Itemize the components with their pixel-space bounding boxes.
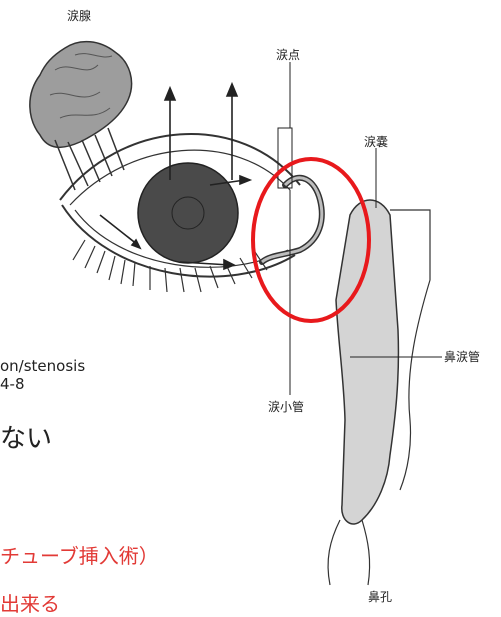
slide-text-tube-insertion: チューブ挿入術） bbox=[0, 540, 159, 569]
lacrimal-drainage-system bbox=[262, 178, 430, 585]
slide-text-obstruction: on/stenosis bbox=[0, 357, 85, 375]
label-lacrimal-sac: 涙嚢 bbox=[364, 133, 388, 150]
label-punctum: 涙点 bbox=[276, 46, 300, 63]
lacrimal-gland bbox=[30, 42, 132, 190]
slide-text-nai: ない bbox=[0, 418, 52, 455]
label-lacrimal-gland: 涙腺 bbox=[67, 7, 91, 24]
label-nostril: 鼻孔 bbox=[368, 588, 392, 605]
slide-text-dekiru: 出来る bbox=[0, 588, 60, 617]
iris bbox=[138, 163, 238, 263]
label-nasolacrimal-duct: 鼻涙管 bbox=[444, 348, 480, 365]
label-canaliculus: 涙小管 bbox=[268, 398, 304, 415]
slide-text-reference: 4-8 bbox=[0, 375, 25, 393]
